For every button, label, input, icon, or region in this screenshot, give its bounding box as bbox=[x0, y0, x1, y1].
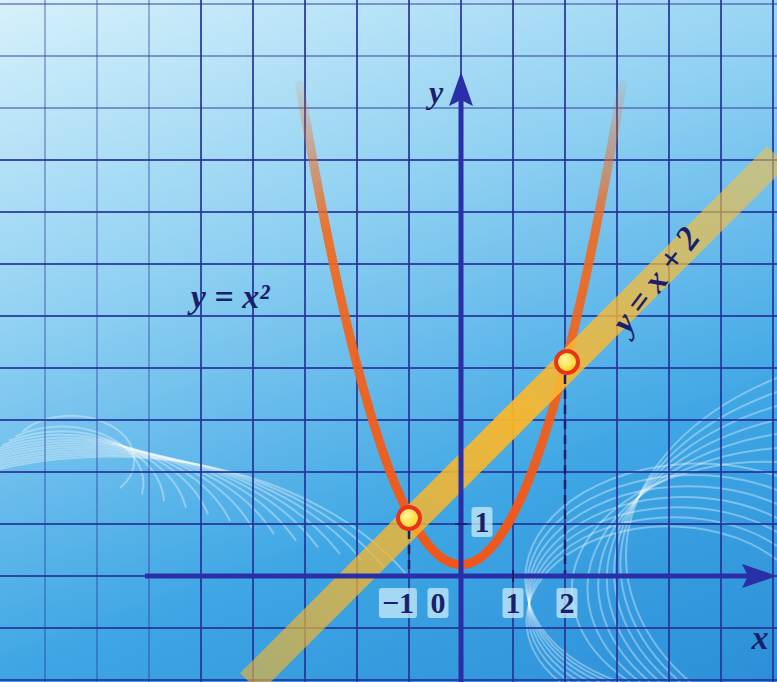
axis-label: y bbox=[429, 76, 443, 108]
straight-line bbox=[250, 156, 777, 682]
curve-label: y = x² bbox=[191, 280, 270, 314]
tick-number: 0 bbox=[428, 588, 449, 618]
tick-number: 1 bbox=[503, 588, 524, 618]
axis-label: x bbox=[752, 621, 769, 655]
tick-number: −1 bbox=[379, 588, 417, 618]
tick-number: 2 bbox=[557, 588, 578, 618]
tick-number: 1 bbox=[472, 507, 493, 537]
axes bbox=[145, 72, 777, 682]
line-label: y = x + 2 bbox=[606, 221, 706, 339]
dashed-guides bbox=[409, 375, 565, 576]
intersection-points bbox=[398, 351, 578, 529]
